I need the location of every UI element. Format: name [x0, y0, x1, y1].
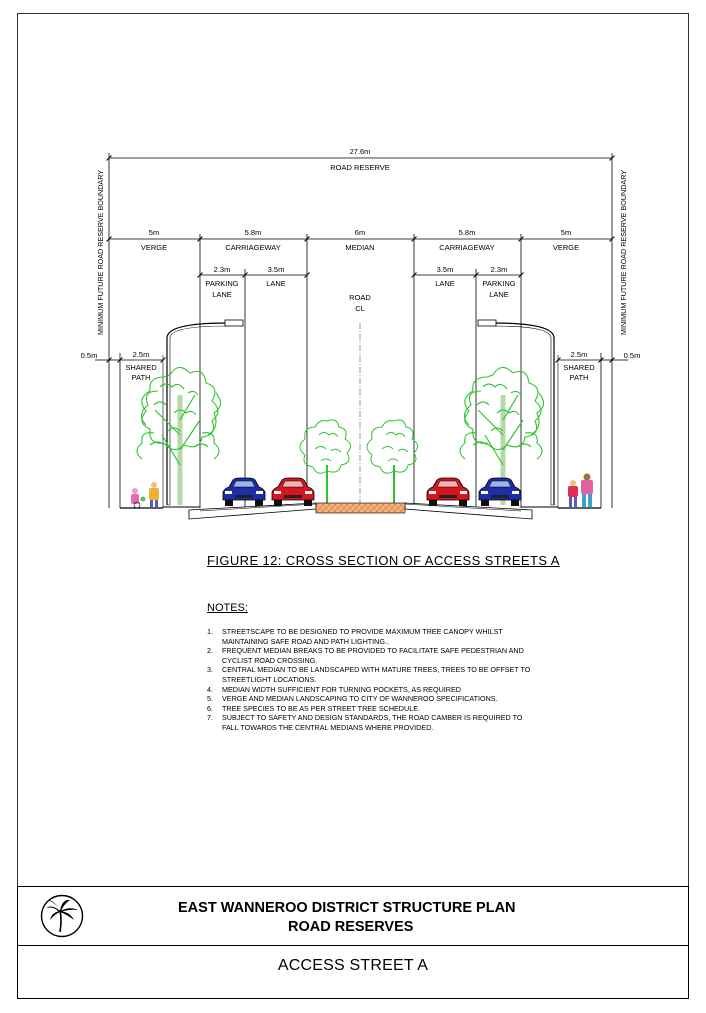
note-item: 1.STREETSCAPE TO BE DESIGNED TO PROVIDE …	[207, 627, 503, 646]
title-line-1: EAST WANNEROO DISTRICT STRUCTURE PLAN	[178, 900, 516, 916]
car-blue-left	[222, 477, 266, 506]
title-block-title: EAST WANNEROO DISTRICT STRUCTURE PLAN RO…	[178, 899, 516, 937]
lane-right-value: 3.5m	[437, 265, 454, 274]
pedestrians-left	[131, 482, 159, 509]
figure-title: FIGURE 12: CROSS SECTION OF ACCESS STREE…	[207, 553, 560, 568]
parking-right-value: 2.3m	[491, 265, 508, 274]
streetlight-right	[477, 319, 555, 506]
path-right-label-2: PATH	[570, 373, 589, 382]
note-item: 4.MEDIAN WIDTH SUFFICIENT FOR TURNING PO…	[207, 684, 461, 694]
verge-right-label: VERGE	[553, 243, 579, 252]
verge-tree-left	[137, 367, 221, 505]
carriageway-left-label: CARRIAGEWAY	[225, 243, 280, 252]
road-cl-label-1: ROAD	[349, 293, 371, 302]
note-item: 5.VERGE AND MEDIAN LANDSCAPING TO CITY O…	[207, 694, 498, 704]
carriageway-left-value: 5.8m	[245, 228, 262, 237]
median-label: MEDIAN	[345, 243, 374, 252]
path-left-value: 2.5m	[133, 350, 150, 359]
note-item: 2.FREQUENT MEDIAN BREAKS TO BE PROVIDED …	[207, 646, 524, 665]
parking-left-label-2: LANE	[212, 290, 232, 299]
path-dimensions: 0.5m 2.5m SHARED PATH 0.5m 2.5m SHARED P…	[81, 350, 641, 508]
parking-right-label-1: PARKING	[482, 279, 515, 288]
frame-top	[17, 13, 689, 14]
carriageway-right-value: 5.8m	[459, 228, 476, 237]
road-reserve-label: ROAD RESERVE	[330, 163, 389, 172]
road-cl-label-2: CL	[355, 304, 365, 313]
road-reserve-value: 27.6m	[350, 147, 371, 156]
lane-dimensions: 2.3m PARKING LANE 3.5m LANE 3.5m LANE 2.…	[197, 265, 524, 299]
title-block-subtitle: ACCESS STREET A	[277, 957, 429, 974]
boundary-label-right: MINIMUM FUTURE ROAD RESERVE BOUNDARY	[619, 170, 628, 335]
median-tree-right	[366, 418, 419, 506]
verge-right-value: 5m	[561, 228, 571, 237]
pedestrians-right	[568, 473, 593, 507]
segment-dimensions: 5m VERGE 5.8m CARRIAGEWAY 6m MEDIAN 5.8m…	[106, 228, 615, 252]
note-item: 7.SUBJECT TO SAFETY AND DESIGN STANDARDS…	[207, 713, 523, 732]
title-block: EAST WANNEROO DISTRICT STRUCTURE PLAN RO…	[17, 886, 689, 999]
cross-section-drawing: 27.6m ROAD RESERVE MINIMUM FUTURE ROAD R…	[81, 147, 641, 520]
streetlight-left	[166, 319, 244, 506]
lane-left-label: LANE	[266, 279, 286, 288]
title-line-2: ROAD RESERVES	[288, 919, 414, 935]
frame-right	[688, 13, 689, 887]
drawing-sheet: 27.6m ROAD RESERVE MINIMUM FUTURE ROAD R…	[17, 13, 689, 999]
car-red-left	[271, 477, 315, 506]
notes-title: NOTES:	[207, 602, 248, 614]
car-blue-right	[478, 477, 522, 506]
offset-right-value: 0.5m	[624, 351, 641, 360]
verge-left-value: 5m	[149, 228, 159, 237]
note-item: 6.TREE SPECIES TO BE AS PER STREET TREE …	[207, 703, 420, 713]
path-left-label-1: SHARED	[125, 363, 157, 372]
parking-left-label-1: PARKING	[205, 279, 238, 288]
verge-left-label: VERGE	[141, 243, 167, 252]
wanneroo-logo-icon	[40, 894, 84, 938]
carriageway-right-label: CARRIAGEWAY	[439, 243, 494, 252]
path-right-label-1: SHARED	[563, 363, 595, 372]
note-item: 3.CENTRAL MEDIAN TO BE LANDSCAPED WITH M…	[207, 665, 531, 684]
lane-left-value: 3.5m	[268, 265, 285, 274]
lane-right-label: LANE	[435, 279, 455, 288]
frame-left	[17, 13, 18, 887]
road-reserve-dimension: 27.6m ROAD RESERVE	[106, 147, 615, 172]
parking-right-label-2: LANE	[489, 290, 509, 299]
ground-profile	[120, 502, 601, 520]
parking-left-value: 2.3m	[214, 265, 231, 274]
path-right-value: 2.5m	[571, 350, 588, 359]
path-left-label-2: PATH	[132, 373, 151, 382]
boundary-label-left: MINIMUM FUTURE ROAD RESERVE BOUNDARY	[96, 170, 105, 335]
title-block-header: EAST WANNEROO DISTRICT STRUCTURE PLAN RO…	[18, 887, 688, 946]
notes-list: 1.STREETSCAPE TO BE DESIGNED TO PROVIDE …	[207, 627, 537, 733]
median-strip	[315, 502, 406, 514]
offset-left-value: 0.5m	[81, 351, 98, 360]
median-value: 6m	[355, 228, 365, 237]
car-red-right	[426, 477, 470, 506]
